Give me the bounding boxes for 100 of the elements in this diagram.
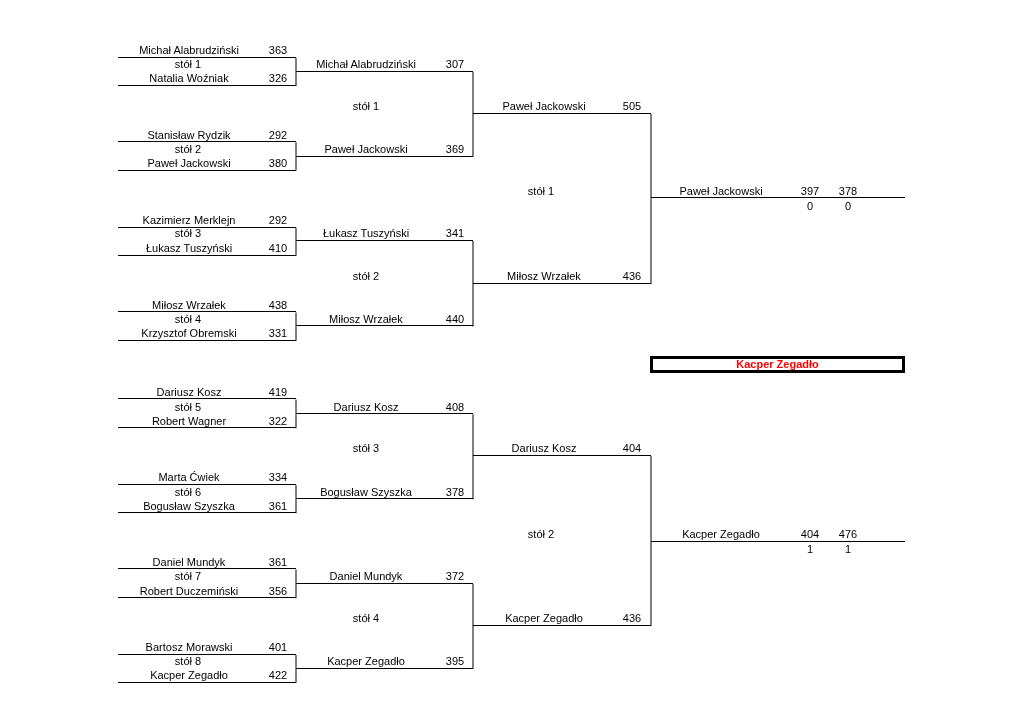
player-slot — [118, 128, 296, 143]
player-slot — [473, 441, 651, 456]
match-points: 0 — [806, 199, 814, 212]
player-name: Robert Duczemiński — [139, 584, 239, 597]
table-label: stół 3 — [174, 227, 202, 240]
player-slot — [296, 400, 473, 415]
score: 436 — [622, 270, 642, 283]
player-slot — [118, 385, 296, 400]
player-slot — [118, 668, 296, 683]
player-name: Michał Alabrudziński — [316, 58, 416, 71]
player-slot — [473, 269, 651, 284]
player-name: Dariusz Kosz — [156, 385, 222, 398]
player-name: Miłosz Wrzałek — [152, 298, 226, 311]
score: 438 — [268, 298, 288, 311]
bracket-line — [472, 71, 474, 115]
match-points: 1 — [844, 542, 852, 555]
table-label: stół 2 — [174, 143, 202, 155]
bracket-line — [295, 227, 297, 242]
score: 404 — [800, 528, 820, 540]
player-name: Kacper Zegadło — [327, 655, 405, 667]
player-slot — [118, 43, 296, 58]
player-name: Natalia Woźniak — [149, 72, 229, 85]
score: 397 — [800, 184, 820, 197]
player-name: Kacper Zegadło — [150, 669, 228, 682]
player-slot — [118, 640, 296, 655]
player-slot — [296, 654, 473, 669]
player-name: Łukasz Tuszyński — [322, 227, 410, 240]
match-points: 1 — [806, 542, 814, 555]
match-points: 0 — [844, 199, 852, 212]
score: 476 — [838, 528, 858, 540]
bracket-line — [472, 583, 474, 627]
bracket-line — [295, 156, 297, 172]
bracket-line — [472, 413, 474, 457]
player-name: Bogusław Szyszka — [143, 499, 235, 512]
score: 322 — [268, 414, 288, 427]
score: 395 — [445, 655, 465, 667]
bracket-line — [650, 541, 652, 627]
bracket-line — [295, 569, 297, 585]
player-name: Daniel Mundyk — [329, 570, 403, 583]
score: 369 — [445, 143, 465, 155]
table-label: stół 1 — [352, 100, 380, 113]
player-slot — [296, 226, 473, 241]
bracket-line — [295, 498, 297, 514]
table-label: stół 1 — [174, 58, 202, 71]
player-slot — [118, 241, 296, 256]
score: 436 — [622, 612, 642, 625]
table-label: stół 4 — [352, 612, 380, 625]
score: 419 — [268, 385, 288, 398]
player-name: Daniel Mundyk — [152, 555, 226, 568]
score: 380 — [268, 157, 288, 169]
score: 361 — [268, 499, 288, 512]
player-name: Miłosz Wrzałek — [329, 312, 403, 325]
player-slot — [296, 569, 473, 584]
player-slot — [118, 298, 296, 313]
player-name: Michał Alabrudziński — [139, 44, 239, 56]
bracket-line — [650, 198, 652, 285]
score: 440 — [445, 312, 465, 325]
score: 307 — [445, 58, 465, 71]
score: 378 — [838, 184, 858, 197]
player-name: Paweł Jackowski — [324, 143, 408, 155]
score: 292 — [268, 214, 288, 226]
player-slot — [118, 499, 296, 514]
score: 334 — [268, 471, 288, 484]
player-slot — [118, 71, 296, 86]
table-label: stół 7 — [174, 570, 202, 583]
player-slot — [118, 213, 296, 228]
bracket-line — [472, 283, 474, 327]
player-name: Kazimierz Merklejn — [142, 214, 236, 226]
player-name: Paweł Jackowski — [679, 184, 763, 197]
score: 363 — [268, 44, 288, 56]
player-slot — [296, 57, 473, 72]
score: 401 — [268, 641, 288, 654]
winner-name: Kacper Zegadło — [736, 358, 819, 370]
player-name: Paweł Jackowski — [147, 157, 231, 169]
score: 361 — [268, 555, 288, 568]
score: 422 — [268, 669, 288, 682]
score: 378 — [445, 485, 465, 498]
player-name: Stanisław Rydzik — [147, 128, 231, 141]
bracket-line — [472, 240, 474, 285]
bracket-line — [295, 668, 297, 684]
bracket-line — [295, 326, 297, 342]
table-label: stół 8 — [174, 655, 202, 667]
score: 505 — [622, 100, 642, 113]
score: 341 — [445, 227, 465, 240]
bracket-line — [295, 71, 297, 87]
player-name: Łukasz Tuszyński — [145, 242, 233, 255]
player-name: Marta Ćwiek — [158, 471, 220, 484]
bracket-line — [472, 625, 474, 670]
player-slot — [118, 555, 296, 570]
player-slot — [118, 156, 296, 171]
player-name: Paweł Jackowski — [502, 100, 586, 113]
player-slot — [118, 470, 296, 485]
table-label: stół 2 — [352, 270, 380, 283]
bracket-line — [472, 113, 474, 158]
player-name: Miłosz Wrzałek — [507, 270, 581, 283]
table-label: stół 2 — [527, 528, 555, 540]
player-name: Kacper Zegadło — [682, 528, 760, 540]
bracket-line — [295, 312, 297, 327]
bracket-line — [650, 113, 652, 199]
bracket-line — [472, 455, 474, 500]
